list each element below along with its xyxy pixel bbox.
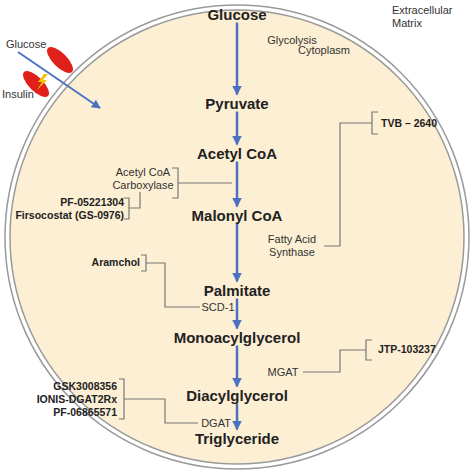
annotation-label: Insulin [2, 88, 34, 101]
enzyme-label: DGAT [201, 417, 231, 430]
pathway-arrow [236, 299, 239, 329]
metabolite-node: Triglyceride [193, 430, 281, 447]
metabolite-name: Pyruvate [205, 95, 268, 112]
annotation-label: Extracellular Matrix [392, 4, 464, 30]
pathway-arrow [236, 404, 239, 430]
drug-name: PF-06865571 [53, 406, 117, 419]
pathway-arrow [236, 23, 239, 95]
metabolite-name: Malonyl CoA [192, 207, 283, 224]
metabolite-node: Palmitate [202, 282, 273, 299]
metabolite-node: Diacylglycerol [184, 387, 290, 404]
annotation-label: Cytoplasm [298, 44, 350, 57]
drug-name: PF-05221304 [60, 196, 124, 209]
cell-membrane-outer [5, 5, 469, 469]
metabolite-name: Palmitate [204, 282, 271, 299]
drug-name: JTP-103237 [378, 343, 436, 356]
cell-membrane-inner [10, 10, 464, 464]
metabolite-name: Acetyl CoA [197, 145, 277, 162]
pathway-arrow [236, 346, 239, 387]
drug-name: TVB – 2640 [381, 117, 437, 130]
metabolite-node: Acetyl CoA [195, 145, 279, 162]
metabolite-name: Glucose [207, 6, 266, 23]
enzyme-label: Acetyl CoA Carboxylase [103, 166, 183, 192]
drug-name: Firsocostat (GS-0976) [15, 209, 124, 222]
annotation-label: Glucose [6, 38, 46, 51]
enzyme-label: MGAT [268, 366, 299, 379]
metabolite-node: Glucose [205, 6, 268, 23]
insulin-signal [37, 74, 48, 90]
enzyme-label: Glycolysis [267, 34, 317, 47]
enzyme-label: SCD-1 [201, 301, 234, 314]
drug-name: Aramchol [92, 256, 140, 269]
enzyme-label: Fatty Acid Synthase [257, 233, 327, 259]
drug-name: IONIS-DGAT2Rx [37, 393, 117, 406]
drug-name: GSK3008356 [53, 380, 117, 393]
metabolite-node: Monoacylglycerol [172, 329, 303, 346]
pathway-arrow [236, 112, 239, 145]
pathway-arrow [236, 162, 239, 207]
metabolite-node: Malonyl CoA [190, 207, 285, 224]
metabolite-name: Diacylglycerol [186, 387, 288, 404]
bracket-leaders [119, 112, 378, 423]
pathway-arrow [236, 224, 239, 282]
metabolite-name: Monoacylglycerol [174, 329, 301, 346]
metabolite-node: Pyruvate [203, 95, 270, 112]
metabolite-name: Triglyceride [195, 430, 279, 447]
